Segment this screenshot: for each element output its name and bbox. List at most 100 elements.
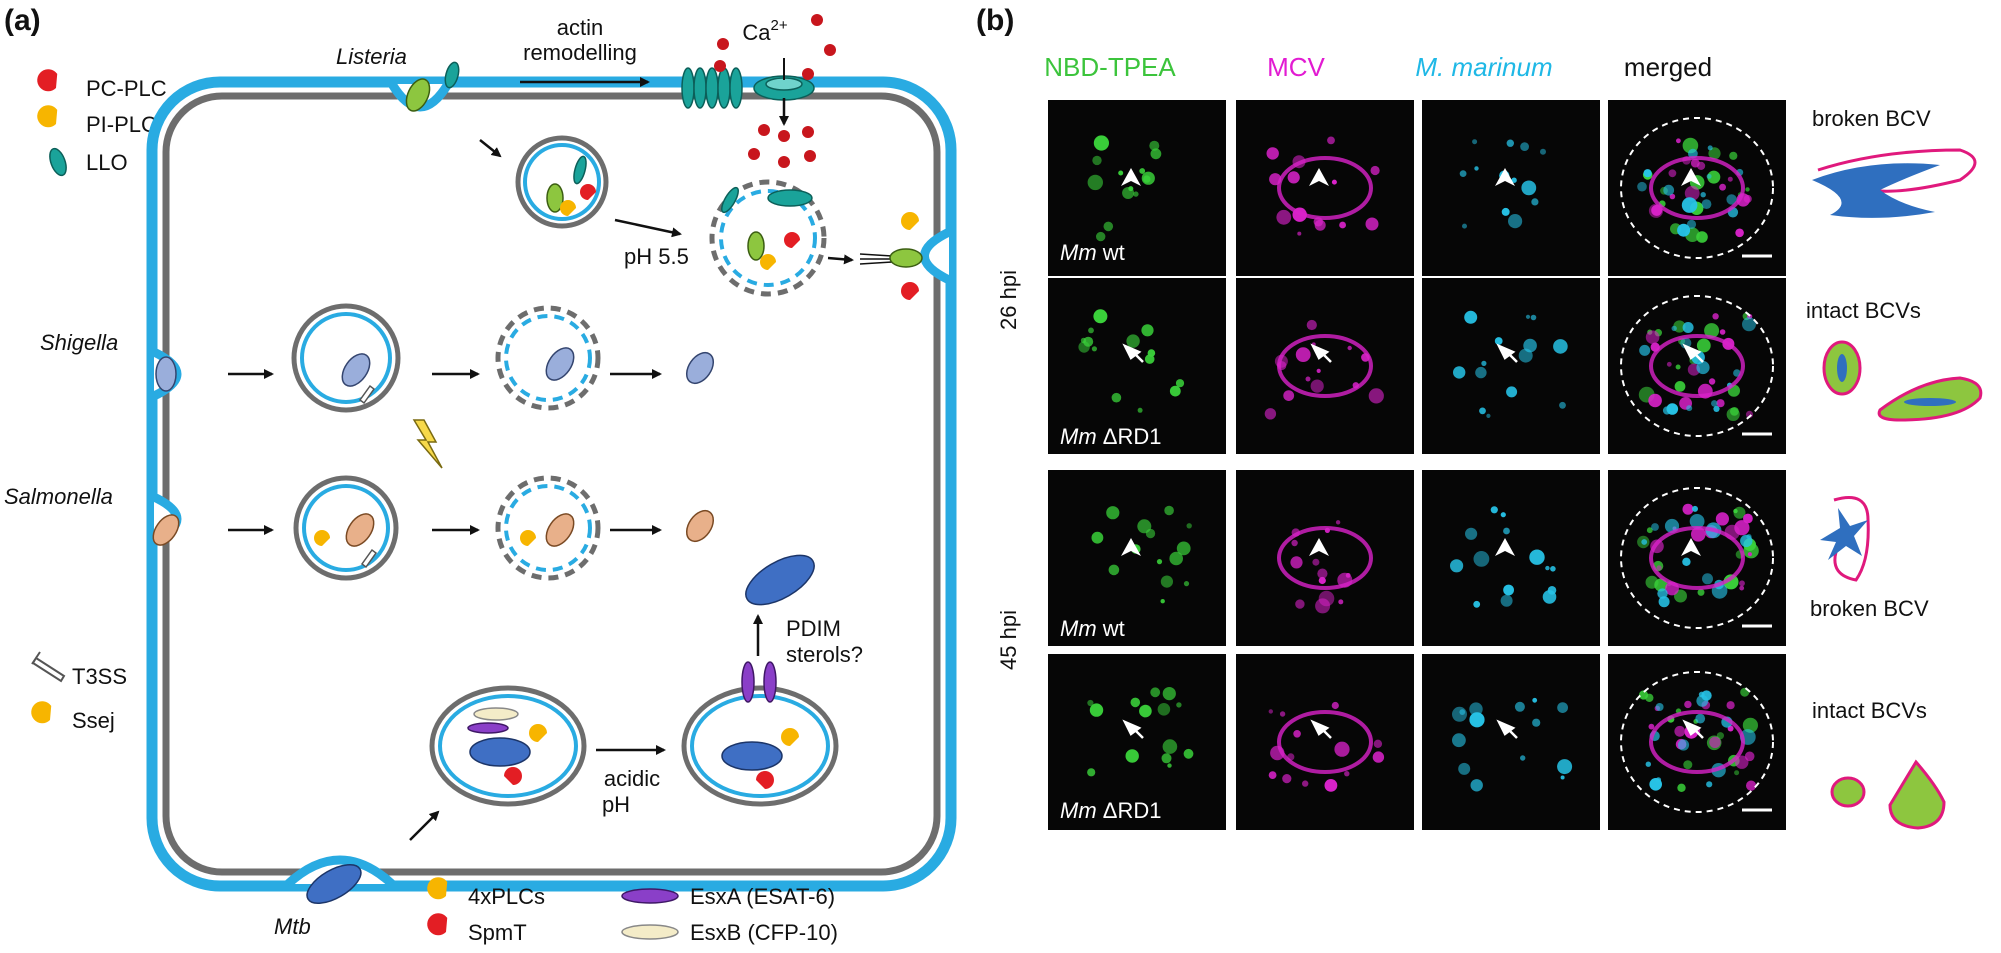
schematic-label-row3: broken BCV	[1810, 596, 1929, 621]
t3ss-needle	[358, 384, 376, 405]
panel-a-label: (a)	[4, 4, 41, 37]
arrowhead-icon	[1681, 538, 1701, 556]
arrowhead-icon	[1681, 168, 1701, 186]
micrograph-r1-c1	[1048, 100, 1226, 276]
micrograph-r2-c1	[1048, 278, 1226, 454]
mtb-pathway: Mtb acidic pH PDIM sterols?	[274, 554, 863, 939]
llo-pore-cluster	[681, 67, 743, 109]
arrow-icon	[1310, 343, 1332, 363]
legend-pc-plc: PC-PLC	[86, 76, 167, 101]
ph55-label: pH 5.5	[624, 244, 689, 269]
listeria-broken-vacuole	[709, 179, 827, 297]
intact-bcv-schematic-2	[1830, 759, 1946, 830]
strain-label-row2: Mm ΔRD1	[1060, 424, 1162, 449]
acidic-ph-line2: pH	[602, 792, 630, 817]
col-header-mmarinum: M. marinum	[1415, 52, 1552, 82]
micrograph-r4-c1	[1048, 654, 1226, 830]
col-header-mcv: MCV	[1267, 52, 1325, 82]
micrograph-r4-c2	[1236, 654, 1414, 830]
arrow-icon	[1682, 343, 1704, 363]
micrograph-grid	[1048, 100, 1786, 830]
actin-tail	[859, 253, 893, 265]
micrograph-r2-c4	[1608, 278, 1786, 454]
pdim-line1: PDIM	[786, 616, 841, 641]
legend-t3ss: T3SS	[72, 664, 127, 689]
legend-esxa: EsxA (ESAT-6)	[690, 884, 835, 909]
micrograph-r1-c3	[1422, 100, 1600, 276]
legend-4xplcs: 4xPLCs	[468, 884, 545, 909]
arrow-icon	[1496, 719, 1518, 739]
arrow-icon	[1122, 343, 1144, 363]
col-header-merged: merged	[1624, 52, 1712, 82]
arrowhead-icon	[1495, 168, 1515, 186]
micrograph-r4-c3	[1422, 654, 1600, 830]
broken-bcv-schematic-2	[1820, 496, 1870, 582]
arrowhead-icon	[1309, 168, 1329, 186]
micrograph-r3-c3	[1422, 470, 1600, 646]
time-label-26hpi: 26 hpi	[996, 270, 1021, 330]
calcium-ions	[714, 14, 836, 168]
red-pacman-icon	[427, 913, 448, 936]
listeria-pathway: Listeria actin remodelling Ca2+	[336, 14, 923, 300]
strain-label-row1: Mm wt	[1060, 240, 1125, 265]
host-membrane-inner	[162, 92, 941, 876]
mtb-bacterium	[306, 863, 362, 905]
listeria-exit-protrusion	[920, 227, 952, 285]
legend-spmt: SpmT	[468, 920, 527, 945]
arrowhead-icon	[1309, 538, 1329, 556]
legend-top: PC-PLC PI-PLC LLO	[37, 69, 167, 177]
strain-label-row3: Mm wt	[1060, 616, 1125, 641]
micrograph-r2-c2	[1236, 278, 1414, 454]
legend-bottom: 4xPLCs SpmT EsxA (ESAT-6) EsxB (CFP-10)	[427, 877, 838, 945]
shigella-pathway: Shigella	[40, 303, 715, 469]
mtb-label: Mtb	[274, 914, 311, 939]
llo-toxin	[444, 61, 460, 89]
legend-esxb: EsxB (CFP-10)	[690, 920, 838, 945]
intact-bcv-schematic-1	[1822, 340, 1983, 422]
t3ss-needle-icon	[31, 651, 66, 683]
arrow-icon	[1682, 719, 1704, 739]
actin-remodelling-line2: remodelling	[523, 40, 637, 65]
legend-ssej: Ssej	[72, 708, 115, 733]
legend-mid: T3SS Ssej	[31, 651, 127, 733]
panel-b-label: (b)	[976, 4, 1014, 37]
yellow-pacman-icon	[37, 105, 58, 128]
salmonella-label: Salmonella	[4, 484, 113, 509]
arrow-icon	[1122, 719, 1144, 739]
yellow-pacman-icon	[31, 701, 52, 724]
arrow-icon	[1496, 343, 1518, 363]
listeria-bacterium	[405, 78, 431, 112]
arrow-icon	[1310, 719, 1332, 739]
listeria-label: Listeria	[336, 44, 407, 69]
yellow-pacman-icon	[427, 877, 448, 900]
col-header-nbd: NBD-TPEA	[1044, 52, 1176, 82]
actin-remodelling-line1: actin	[557, 15, 603, 40]
strain-labels: Mm wt Mm ΔRD1 Mm wt Mm ΔRD1	[1060, 240, 1162, 823]
micrograph-r3-c4	[1608, 470, 1786, 646]
schematic-label-row2: intact BCVs	[1806, 298, 1921, 323]
time-label-45hpi: 45 hpi	[996, 610, 1021, 670]
legend-llo: LLO	[86, 150, 128, 175]
arrowhead-icon	[1121, 168, 1141, 186]
calcium-label: Ca2+	[742, 17, 787, 45]
schematics: broken BCV intact BCVs broken BCV intact…	[1806, 106, 1983, 830]
shigella-label: Shigella	[40, 330, 118, 355]
micrograph-r3-c1	[1048, 470, 1226, 646]
purple-oval-icon	[621, 888, 679, 904]
arrowhead-icon	[1121, 538, 1141, 556]
micrograph-r1-c2	[1236, 100, 1414, 276]
micrograph-r2-c3	[1422, 278, 1600, 454]
salmonella-pathway: Salmonella	[4, 475, 715, 581]
legend-pi-plc: PI-PLC	[86, 112, 157, 137]
strain-label-row4: Mm ΔRD1	[1060, 798, 1162, 823]
teal-oval-icon	[49, 147, 67, 177]
cream-oval-icon	[621, 924, 679, 940]
schematic-label-row1: broken BCV	[1812, 106, 1931, 131]
micrograph-r4-c4	[1608, 654, 1786, 830]
red-pacman-icon	[37, 69, 58, 92]
schematic-label-row4: intact BCVs	[1812, 698, 1927, 723]
micrograph-r3-c2	[1236, 470, 1414, 646]
broken-bcv-schematic-1	[1812, 148, 1977, 218]
acidic-ph-line1: acidic	[604, 766, 660, 791]
